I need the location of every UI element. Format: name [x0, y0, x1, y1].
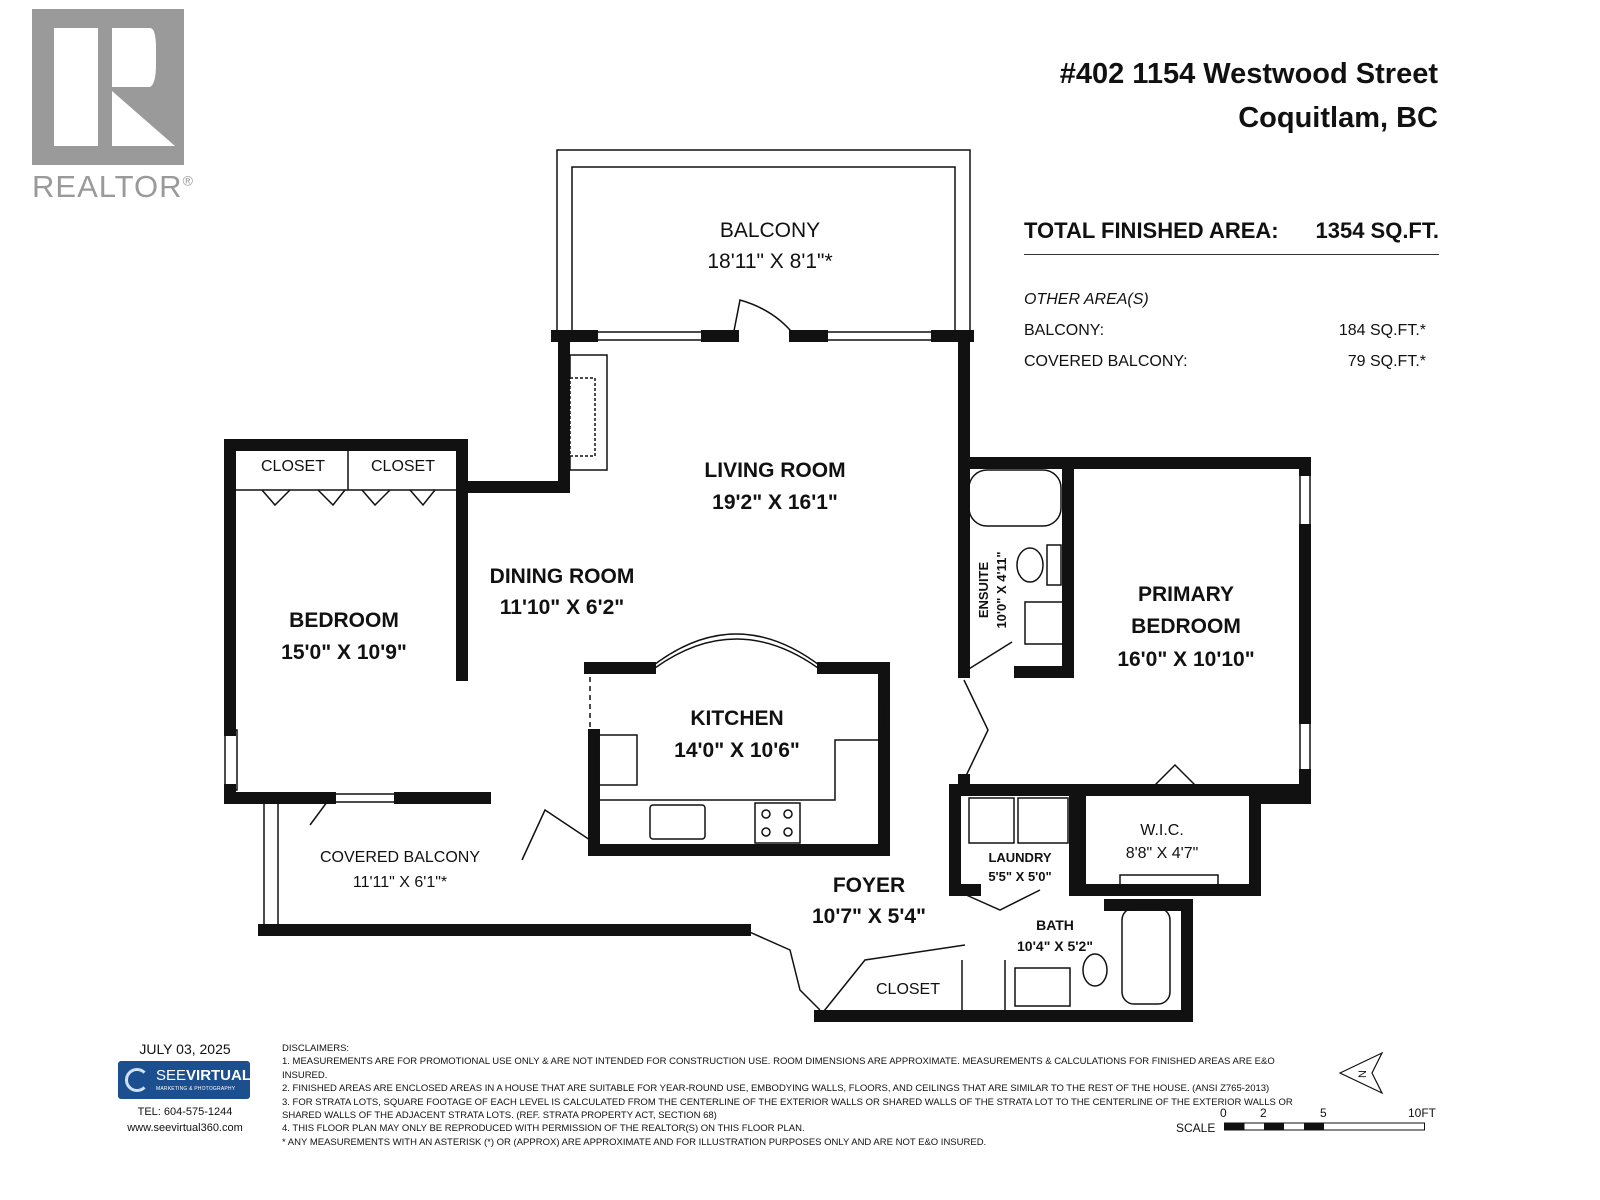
bath-dims: 10'4" X 5'2": [1017, 938, 1093, 954]
realtor-logo: REALTOR®: [32, 9, 193, 204]
scale-label: SCALE: [1176, 1121, 1216, 1135]
walls: [224, 330, 1311, 1022]
disclaimer-line: 3. FOR STRATA LOTS, SQUARE FOOTAGE OF EA…: [282, 1096, 1293, 1108]
address-block: #402 1154 Westwood Street Coquitlam, BC: [1060, 52, 1438, 140]
realtor-wordmark: REALTOR: [32, 169, 183, 204]
other-area-label: BALCONY:: [1024, 322, 1105, 339]
scale-tick: 10FT: [1408, 1106, 1437, 1120]
realtor-r-icon: [32, 9, 184, 165]
bath-label: BATH: [1036, 917, 1074, 933]
scale-tick: 0: [1220, 1106, 1227, 1120]
swirl-icon: [125, 1068, 149, 1092]
company-name-a: SEE: [156, 1067, 187, 1084]
closet-label: CLOSET: [876, 981, 940, 998]
scale-graphic: [1224, 1122, 1425, 1131]
north-arrow: N: [1338, 1051, 1384, 1095]
dining-room-dims: 11'10" X 6'2": [500, 596, 625, 619]
company-name: SEEVIRTUAL: [156, 1067, 251, 1084]
registered-mark: ®: [182, 172, 194, 189]
other-area-value: 184 SQ.FT.*: [1338, 322, 1426, 339]
kitchen-dims: 14'0" X 10'6": [674, 739, 800, 762]
laundry-label: LAUNDRY: [988, 850, 1051, 865]
phone: TEL: 604-575-1244: [137, 1106, 233, 1118]
closet-label: CLOSET: [261, 458, 325, 475]
bedroom-dims: 15'0" X 10'9": [281, 641, 407, 664]
foyer-label: FOYER: [833, 874, 905, 897]
balcony-dims: 18'11" X 8'1"*: [707, 250, 832, 273]
fixtures: [224, 299, 1311, 1017]
balcony-outline: [556, 149, 971, 336]
other-area-row: COVERED BALCONY: 79 SQ.FT.*: [1024, 346, 1426, 377]
company-tagline: MARKETING & PHOTOGRAPHY: [156, 1086, 236, 1092]
closet-label: CLOSET: [371, 458, 435, 475]
total-label: TOTAL FINISHED AREA:: [1024, 218, 1279, 243]
plan-date: JULY 03, 2025: [139, 1041, 231, 1057]
other-area-row: BALCONY: 184 SQ.FT.*: [1024, 315, 1426, 346]
other-area-value: 79 SQ.FT.*: [1347, 353, 1426, 370]
wic-label: W.I.C.: [1140, 822, 1184, 839]
scale-tick: 5: [1320, 1106, 1327, 1120]
other-area-label: COVERED BALCONY:: [1024, 353, 1188, 370]
wic-dims: 8'8" X 4'7": [1126, 845, 1199, 862]
disclaimer-line: 1. MEASUREMENTS ARE FOR PROMOTIONAL USE …: [282, 1056, 1275, 1081]
website-link[interactable]: www.seevirtual360.com: [127, 1122, 243, 1134]
north-label: N: [1357, 1070, 1369, 1078]
living-room-dims: 19'2" X 16'1": [712, 491, 838, 514]
dining-room-label: DINING ROOM: [490, 565, 635, 588]
total-finished-area: TOTAL FINISHED AREA: 1354 SQ.FT.: [1024, 218, 1439, 255]
laundry-dims: 5'5" X 5'0": [988, 869, 1051, 884]
kitchen-label: KITCHEN: [690, 707, 783, 730]
disclaimer-line: 2. FINISHED AREAS ARE ENCLOSED AREAS IN …: [282, 1083, 1270, 1095]
balcony-label: BALCONY: [720, 219, 820, 242]
room-labels: BALCONY 18'11" X 8'1"* LIVING ROOM 19'2"…: [261, 219, 1255, 998]
covered-balcony-dims: 11'11" X 6'1"*: [353, 874, 447, 891]
foyer-dims: 10'7" X 5'4": [812, 905, 926, 928]
covered-balcony-label: COVERED BALCONY: [320, 849, 480, 866]
other-areas: OTHER AREA(S) BALCONY: 184 SQ.FT.* COVERE…: [1024, 284, 1426, 377]
bedroom-label: BEDROOM: [289, 609, 399, 632]
primary-bedroom-dims: 16'0" X 10'10": [1117, 648, 1254, 671]
disclaimer-line: SHARED WALLS OF THE ADJACENT STRATA LOTS…: [282, 1110, 717, 1122]
address-line1: #402 1154 Westwood Street: [1059, 58, 1438, 90]
disclaimer-line: DISCLAIMERS:: [282, 1043, 350, 1054]
primary-bedroom-label-2: BEDROOM: [1131, 615, 1241, 638]
scale-bar: 0 2 5 10FT SCALE: [1176, 1106, 1446, 1136]
living-room-label: LIVING ROOM: [704, 459, 845, 482]
disclaimer-line: * ANY MEASUREMENTS WITH AN ASTERISK (*) …: [282, 1136, 987, 1148]
primary-bedroom-label: PRIMARY: [1138, 583, 1234, 606]
contact: TEL: 604-575-1244 www.seevirtual360.com: [110, 1104, 260, 1136]
total-value: 1354 SQ.FT.: [1315, 218, 1439, 243]
ensuite-label: ENSUITE: [976, 562, 991, 619]
seevirtual-logo: SEEVIRTUAL MARKETING & PHOTOGRAPHY: [118, 1061, 251, 1099]
ensuite-dims: 10'0" X 4'11": [994, 551, 1009, 628]
company-name-b: VIRTUAL: [186, 1067, 252, 1084]
address-line2: Coquitlam, BC: [1238, 102, 1438, 134]
disclaimer-line: 4. THIS FLOOR PLAN MAY ONLY BE REPRODUCE…: [282, 1123, 805, 1135]
other-areas-heading: OTHER AREA(S): [1024, 291, 1149, 308]
scale-tick: 2: [1260, 1106, 1267, 1120]
disclaimers: DISCLAIMERS: 1. MEASUREMENTS ARE FOR PRO…: [282, 1042, 1302, 1149]
